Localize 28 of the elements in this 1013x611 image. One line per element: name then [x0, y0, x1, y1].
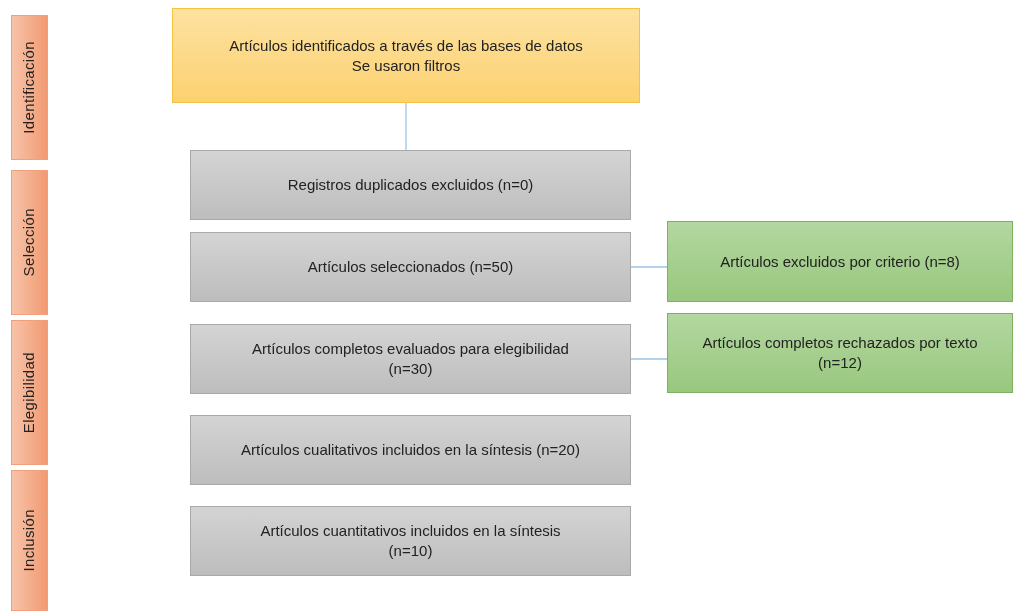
- phase-label: Selección: [19, 208, 39, 277]
- box-text: Artículos excluidos por criterio (n=8): [720, 251, 960, 272]
- box-text: Artículos seleccionados (n=50): [307, 257, 514, 277]
- phase-band: [11, 470, 48, 611]
- source-box: [172, 8, 640, 103]
- phase-band: [11, 320, 48, 465]
- box-text: Artículos completos evaluados para elegibilidad (n=30): [251, 339, 570, 379]
- box-text: Artículos completos rechazados por texto (n=12): [701, 333, 979, 373]
- phase-label: Identificación: [19, 41, 39, 134]
- connector-line: [630, 266, 668, 268]
- connector-line: [630, 358, 668, 360]
- phase-label: Inclusión: [19, 509, 39, 572]
- phase-band: [11, 15, 48, 160]
- box-text: Artículos cualitativos incluidos en la síntesis (n=20): [241, 440, 580, 460]
- process-box: [190, 324, 631, 394]
- box-text: Artículos identificados a través de las bases de datos: [229, 35, 583, 56]
- exclusion-box: [667, 221, 1013, 302]
- box-text: Se usaron filtros: [351, 55, 461, 76]
- connector-line: [405, 102, 407, 151]
- phase-band: [11, 170, 48, 315]
- process-box: [190, 415, 631, 485]
- process-box: [190, 506, 631, 576]
- box-text: Registros duplicados excluidos (n=0): [287, 175, 534, 195]
- phase-label: Elegibilidad: [19, 351, 39, 434]
- process-box: [190, 232, 631, 302]
- box-text: Artículos cuantitativos incluidos en la síntesis (n=10): [259, 521, 562, 561]
- process-box: [190, 150, 631, 220]
- exclusion-box: [667, 313, 1013, 393]
